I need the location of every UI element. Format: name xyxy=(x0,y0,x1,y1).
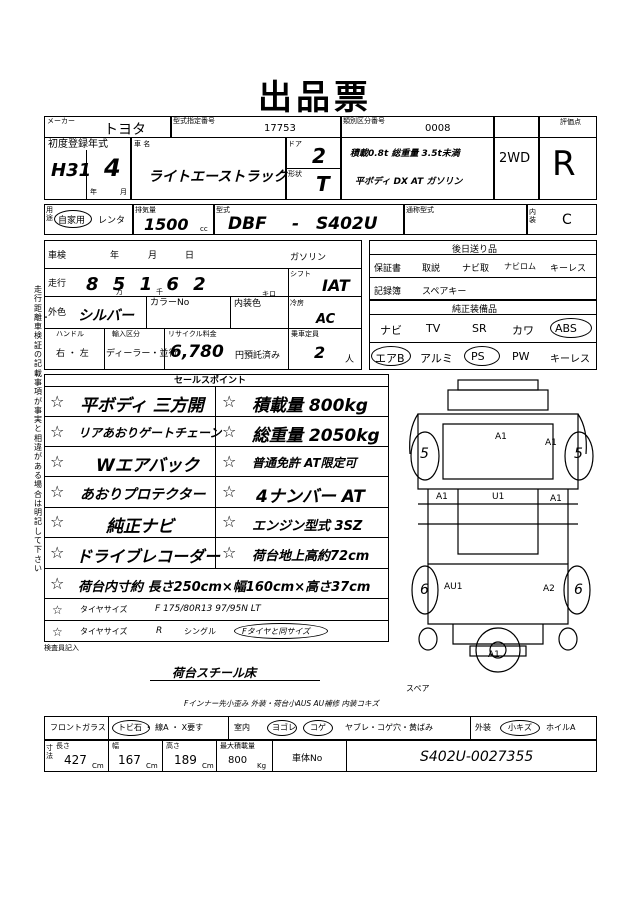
condition-row xyxy=(44,716,597,740)
maker: トヨタ xyxy=(104,122,146,138)
class-no-label: 類別区分番号 xyxy=(343,117,385,125)
sales-points-box xyxy=(44,374,389,642)
doors-label: ドア xyxy=(288,140,302,148)
import: ディーラー・並行 xyxy=(106,349,178,359)
sales-point: 積載量 800kg xyxy=(252,396,368,416)
page-title: 出品票 xyxy=(258,78,372,118)
rental: レンタ xyxy=(98,216,126,226)
chassis-no: S402U-0027355 xyxy=(420,749,534,765)
capacity: 2 xyxy=(314,343,326,362)
damage-mark: A1 xyxy=(545,438,557,448)
usage-row xyxy=(44,204,597,235)
damage-mark: A1 xyxy=(488,650,500,660)
spec-line2: 平ボディ DX AT ガソリン xyxy=(355,177,463,187)
use-label: 用途 xyxy=(46,206,53,222)
width: 167 xyxy=(118,753,141,767)
damage-mark: A1 xyxy=(436,492,448,502)
damage-mark: 5 xyxy=(420,446,429,462)
truck-damage-diagram xyxy=(409,379,594,673)
mileage: 8 5 1 6 2 xyxy=(86,274,210,295)
sales-point: 荷台地上高約72cm xyxy=(252,549,370,564)
sales-point-wide: 荷台内寸約 長さ250cm×幅160cm×高さ37cm xyxy=(78,580,371,595)
car-name: ライトエーストラック xyxy=(148,169,288,185)
sales-point: Wエアバック xyxy=(96,456,200,476)
sales-point: ドライブレコーダー xyxy=(76,547,221,566)
length: 427 xyxy=(64,753,87,767)
sales-point: 純正ナビ xyxy=(106,517,174,537)
sales-point: エンジン型式 3SZ xyxy=(252,519,363,534)
doors: 2 xyxy=(312,144,326,168)
damage-mark: 6 xyxy=(420,582,429,598)
car-name-label: 車 名 xyxy=(134,140,151,148)
equipment-title: 純正装備品 xyxy=(452,305,498,315)
era: H31 xyxy=(51,160,92,181)
damage-mark: 6 xyxy=(574,582,583,598)
fuel: ガソリン xyxy=(290,253,327,263)
cc: 1500 xyxy=(144,215,189,234)
sales-title: セールスポイント xyxy=(174,376,247,386)
damage-mark: AU1 xyxy=(444,582,463,592)
sales-point: 普通免許 AT限定可 xyxy=(252,456,357,470)
year-label: 初度登録年式 xyxy=(48,139,108,150)
inspector-note-2: Fインナー先小歪み 外装・荷台小AUS AU補修 内装コキズ xyxy=(184,699,379,708)
spare-label: スペア xyxy=(406,684,430,693)
equipment-box xyxy=(369,300,597,370)
model2: S402U xyxy=(316,214,378,234)
later-items-box xyxy=(369,240,597,300)
sales-point: あおりプロテクター xyxy=(80,487,206,503)
own-use: 自家用 xyxy=(58,216,86,226)
sales-point: 平ボディ 三方開 xyxy=(80,396,204,416)
maker-label: メーカー xyxy=(47,117,75,125)
handle: 右 ・ 左 xyxy=(56,349,89,359)
max-load: 800 xyxy=(228,755,248,766)
sales-point: リアあおりゲートチェーン xyxy=(78,426,222,440)
shape-label: 形状 xyxy=(288,170,302,178)
sales-point: 総重量 2050kg xyxy=(252,426,380,446)
reg-year: 4 xyxy=(104,154,121,182)
damage-mark: 5 xyxy=(574,446,583,462)
damage-mark: A1 xyxy=(550,494,562,504)
inspector-note-1: 荷台スチール床 xyxy=(172,666,257,680)
sales-point: 4ナンバー AT xyxy=(256,487,365,507)
later-title: 後日送り品 xyxy=(452,245,498,255)
shape: T xyxy=(316,172,330,196)
score-label: 評価点 xyxy=(560,118,581,126)
spec-line1: 積載0.8t 総重量 3.5t未満 xyxy=(350,149,460,159)
type-no-label: 型式指定番号 xyxy=(173,117,215,125)
ac: AC xyxy=(316,312,336,327)
interior-grade: C xyxy=(562,212,572,228)
detail-block xyxy=(44,240,362,370)
drive: 2WD xyxy=(499,151,531,166)
tire-front: F 175/80R13 97/95N LT xyxy=(155,604,261,614)
class-no: 0008 xyxy=(425,123,451,134)
type-no: 17753 xyxy=(264,123,296,134)
model1: DBF xyxy=(228,214,267,234)
score: R xyxy=(552,144,576,184)
damage-mark: A1 xyxy=(495,432,507,442)
damage-mark: A2 xyxy=(543,584,555,594)
side-note: 走行距離・車検証の記載事項が事実と相違がある場合は明記して下さい xyxy=(34,285,50,573)
registration-row xyxy=(44,137,597,200)
height: 189 xyxy=(174,753,197,767)
shift: IAT xyxy=(322,276,350,295)
color: シルバー xyxy=(78,308,134,324)
damage-mark: U1 xyxy=(492,492,505,502)
dimension-row xyxy=(44,740,597,772)
recycle-fee: 6,780 xyxy=(170,342,224,362)
